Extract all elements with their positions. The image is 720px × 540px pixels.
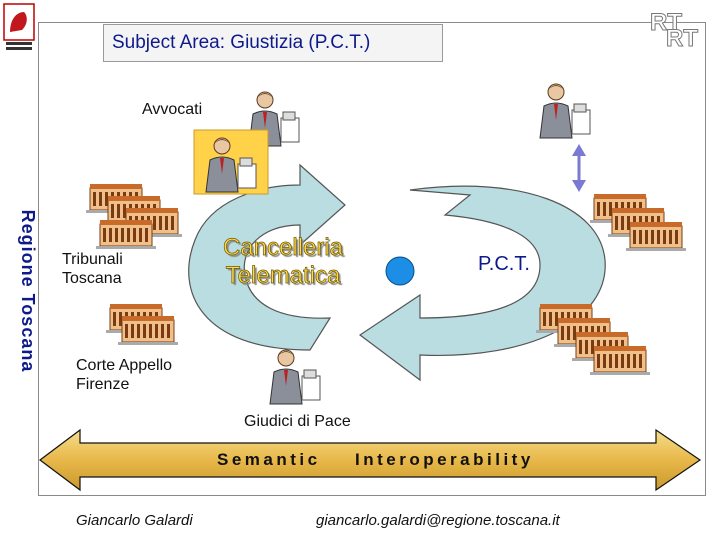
subject-title: Subject Area: Giustizia (P.C.T.) <box>103 24 443 62</box>
building-icon <box>589 193 687 252</box>
banner-interoperability: Interoperability <box>355 450 534 469</box>
label-pct: P.C.T. <box>478 253 530 275</box>
banner-semantic: Semantic <box>217 450 321 469</box>
slide-frame <box>38 22 706 496</box>
judge-icon <box>269 349 321 405</box>
label-cancelleria: Cancelleria Telematica <box>222 234 344 290</box>
label-avvocati: Avvocati <box>142 101 203 118</box>
building-icon <box>105 303 179 346</box>
lawyer-icon <box>539 83 591 139</box>
lawyer-icon <box>193 129 269 195</box>
interoperability-banner <box>39 428 702 492</box>
building-icon <box>535 303 651 376</box>
label-tribunali: Tribunali Toscana <box>62 251 123 287</box>
regione-toscana-logo <box>3 3 35 50</box>
svg-text:RT: RT <box>650 9 682 36</box>
rt-logo: RT RT <box>650 9 699 51</box>
building-icon <box>85 183 183 250</box>
blue-dot-icon <box>385 256 415 286</box>
double-arrow-icon <box>572 144 586 192</box>
label-giudici: Giudici di Pace <box>244 413 351 430</box>
footer-author: Giancarlo Galardi <box>76 512 193 529</box>
footer-email[interactable]: giancarlo.galardi@regione.toscana.it <box>316 512 560 529</box>
svg-text:RT: RT <box>666 25 698 50</box>
label-corte-appello: Corte Appello Firenze <box>76 357 173 393</box>
left-cycle-arrow <box>188 163 346 351</box>
